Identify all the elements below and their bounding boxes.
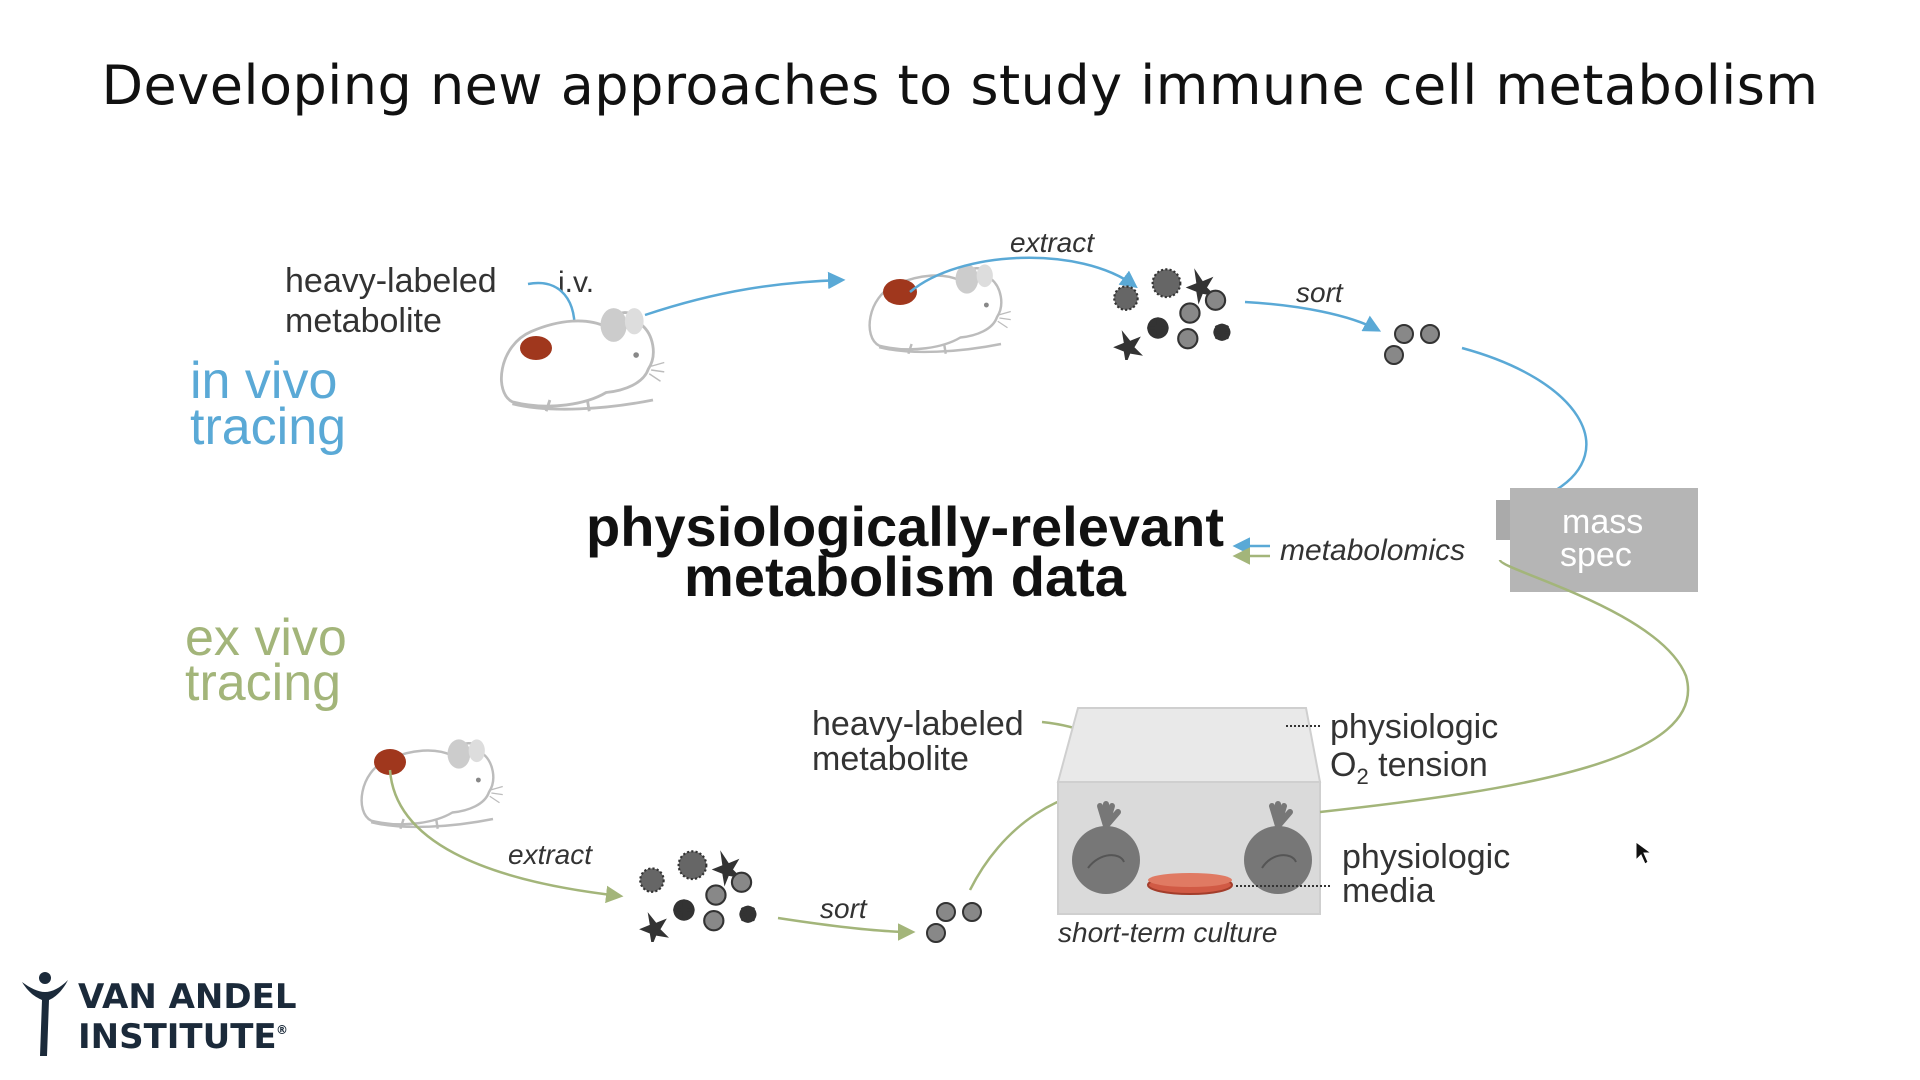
hypoxia-chamber <box>1056 707 1322 915</box>
ex-vivo-sort-label: sort <box>820 893 868 924</box>
logo-figure-icon <box>22 980 68 1056</box>
mass-spec-label-1: mass <box>1562 503 1643 541</box>
in-vivo-sorted-cells <box>1384 324 1440 365</box>
in-vivo-heading-line1: in vivo <box>190 352 337 410</box>
arrow-sort <box>1244 300 1382 332</box>
center-data-line2: metabolism data <box>684 545 1127 608</box>
ex-vivo-heading-line2: tracing <box>185 654 341 712</box>
in-vivo-sort-label: sort <box>1296 277 1344 308</box>
mouse-cursor-icon <box>1635 841 1653 865</box>
mouse-ex-vivo <box>360 737 505 831</box>
in-vivo-heading-line2: tracing <box>190 398 346 456</box>
van-andel-logo: VAN ANDEL INSTITUTE ® <box>22 972 297 1057</box>
logo-registered-mark: ® <box>276 1023 288 1037</box>
mass-spec-label-2: spec <box>1560 536 1632 574</box>
slide-title: Developing new approaches to study immun… <box>101 54 1819 117</box>
arrow-mouse-to-mouse <box>644 271 846 317</box>
media-label-line2: media <box>1342 872 1435 910</box>
arrow-ex-vivo-sort <box>777 916 916 941</box>
center-data-line1: physiologically-relevant <box>586 495 1224 558</box>
o2-label-line1: physiologic <box>1330 708 1498 746</box>
metabolomics-label: metabolomics <box>1280 534 1465 567</box>
arrow-ex-vivo-extract <box>388 769 624 904</box>
logo-line1: VAN ANDEL <box>78 977 297 1017</box>
media-label-line1: physiologic <box>1342 838 1510 876</box>
mouse-extract <box>868 262 1013 356</box>
logo-line2: INSTITUTE <box>78 1017 277 1057</box>
mass-spec-box: mass spec <box>1496 488 1698 592</box>
ex-vivo-metabolite-label-2: metabolite <box>812 740 969 778</box>
in-vivo-metabolite-label-2: metabolite <box>285 302 442 340</box>
arrow-culture-to-mass-spec <box>1319 558 1690 814</box>
arrow-to-mass-spec <box>1461 346 1588 492</box>
mouse-injected <box>499 306 666 413</box>
culture-label: short-term culture <box>1058 917 1277 948</box>
in-vivo-extract-label: extract <box>1010 227 1095 258</box>
in-vivo-metabolite-label-1: heavy-labeled <box>285 262 497 300</box>
arrow-extract <box>909 256 1138 293</box>
ex-vivo-sorted-cells <box>926 902 982 943</box>
ex-vivo-cell-mixture <box>638 849 758 942</box>
ex-vivo-heading-line1: ex vivo <box>185 609 347 667</box>
ex-vivo-extract-label: extract <box>508 839 593 870</box>
o2-label-line2: O2 tension <box>1330 746 1488 789</box>
ex-vivo-metabolite-label-1: heavy-labeled <box>812 705 1024 743</box>
